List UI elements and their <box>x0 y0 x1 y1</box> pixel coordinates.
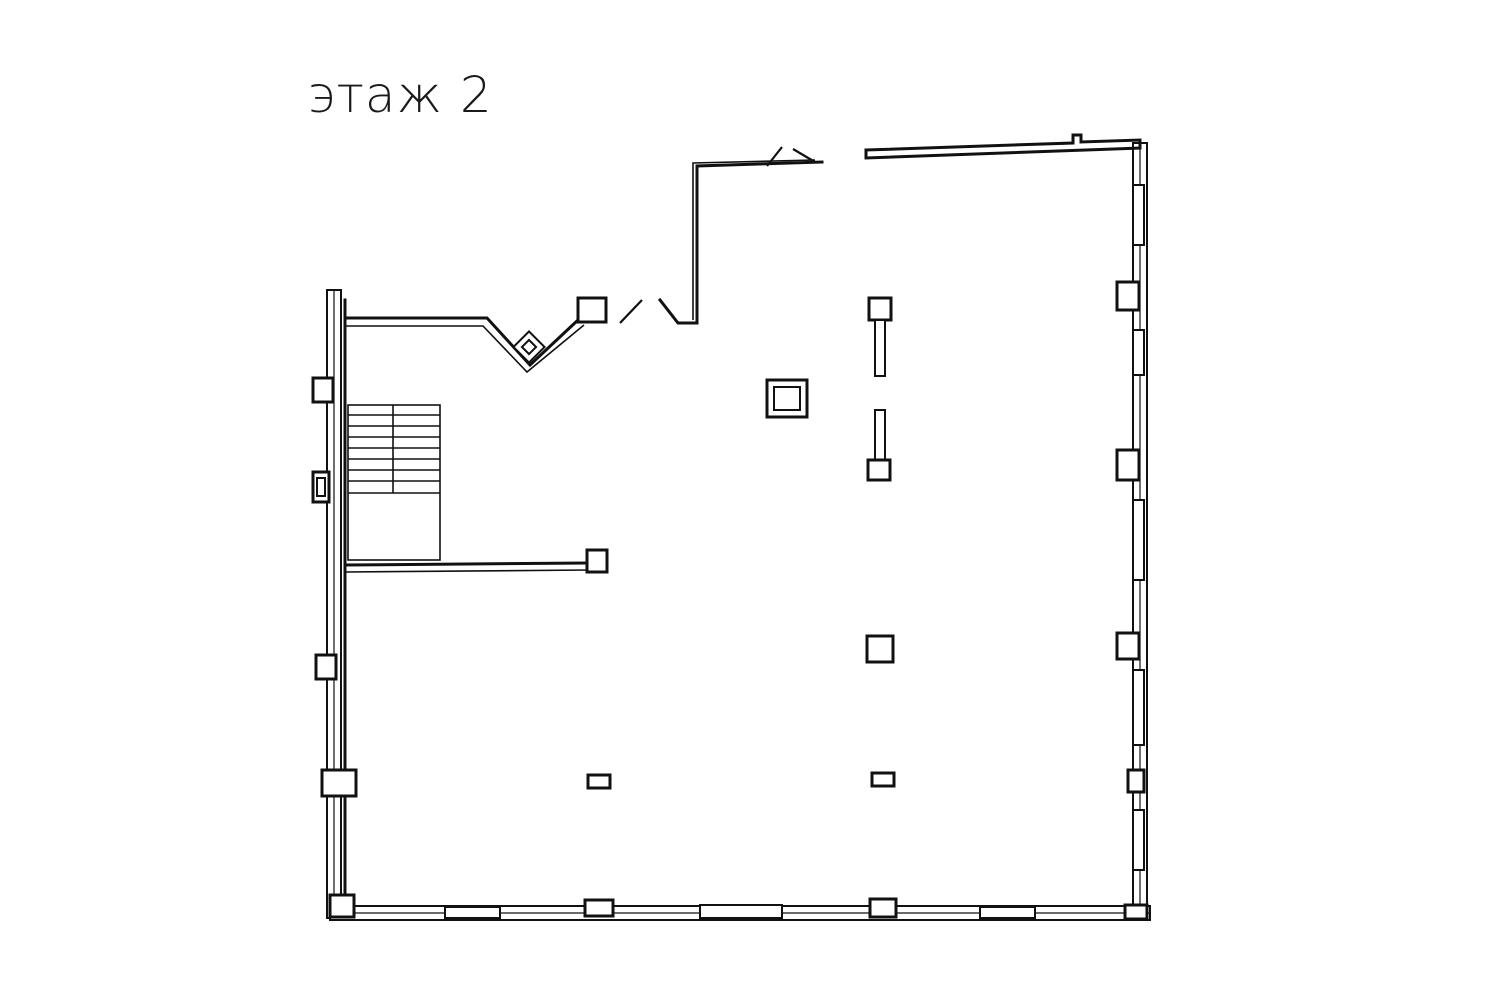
pier <box>874 319 886 377</box>
outer-walls <box>326 133 1151 921</box>
columns <box>311 280 1149 921</box>
column <box>1115 448 1141 482</box>
column <box>583 898 615 918</box>
column <box>314 653 338 681</box>
column <box>866 458 892 482</box>
column <box>1115 631 1141 661</box>
bottom-wall <box>329 904 1151 921</box>
column <box>586 773 612 790</box>
column <box>865 634 895 664</box>
column <box>1126 768 1146 794</box>
interior-elements <box>586 296 896 790</box>
column <box>320 768 358 798</box>
stepped-wall <box>657 159 824 325</box>
staircase <box>347 404 441 561</box>
column <box>867 296 893 322</box>
door-upper-left <box>619 299 643 324</box>
column <box>576 296 608 324</box>
doors <box>619 146 816 324</box>
column <box>1123 903 1149 921</box>
top-wall <box>864 133 1142 160</box>
column <box>316 477 326 497</box>
angled-wall <box>343 315 585 374</box>
column <box>328 893 356 919</box>
shaft-inner <box>773 386 801 411</box>
column <box>311 376 335 404</box>
column <box>1115 280 1141 312</box>
inner-partition <box>343 561 591 573</box>
floor-title: этаж 2 <box>308 66 493 124</box>
column <box>868 897 898 919</box>
door-top <box>766 146 816 167</box>
right-wall <box>1132 142 1148 921</box>
column <box>585 548 609 574</box>
pier <box>874 409 886 461</box>
column <box>870 771 896 788</box>
